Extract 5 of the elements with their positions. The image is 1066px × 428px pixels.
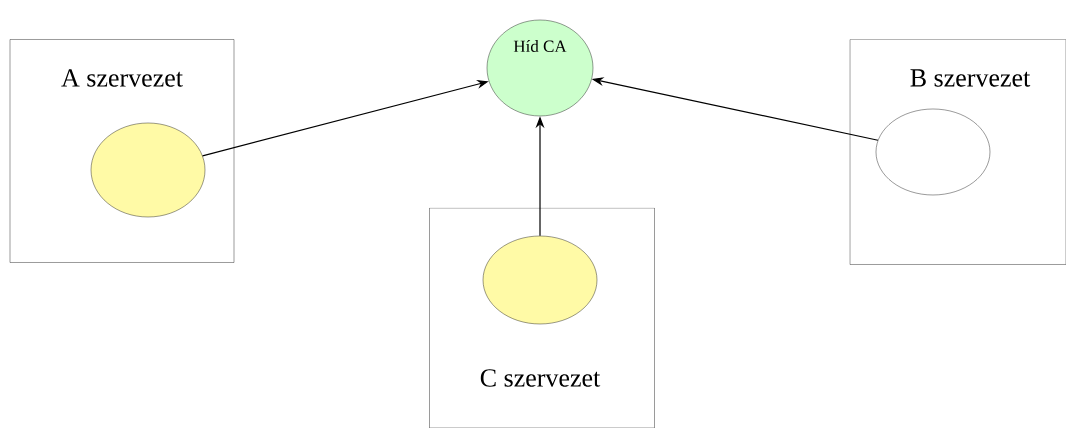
empty-ellipse (482, 235, 598, 325)
empty-ellipse (875, 108, 991, 196)
organization-box: A szervezet (9, 39, 235, 263)
empty-ellipse (90, 122, 206, 218)
organization-box: C szervezet (429, 207, 655, 428)
